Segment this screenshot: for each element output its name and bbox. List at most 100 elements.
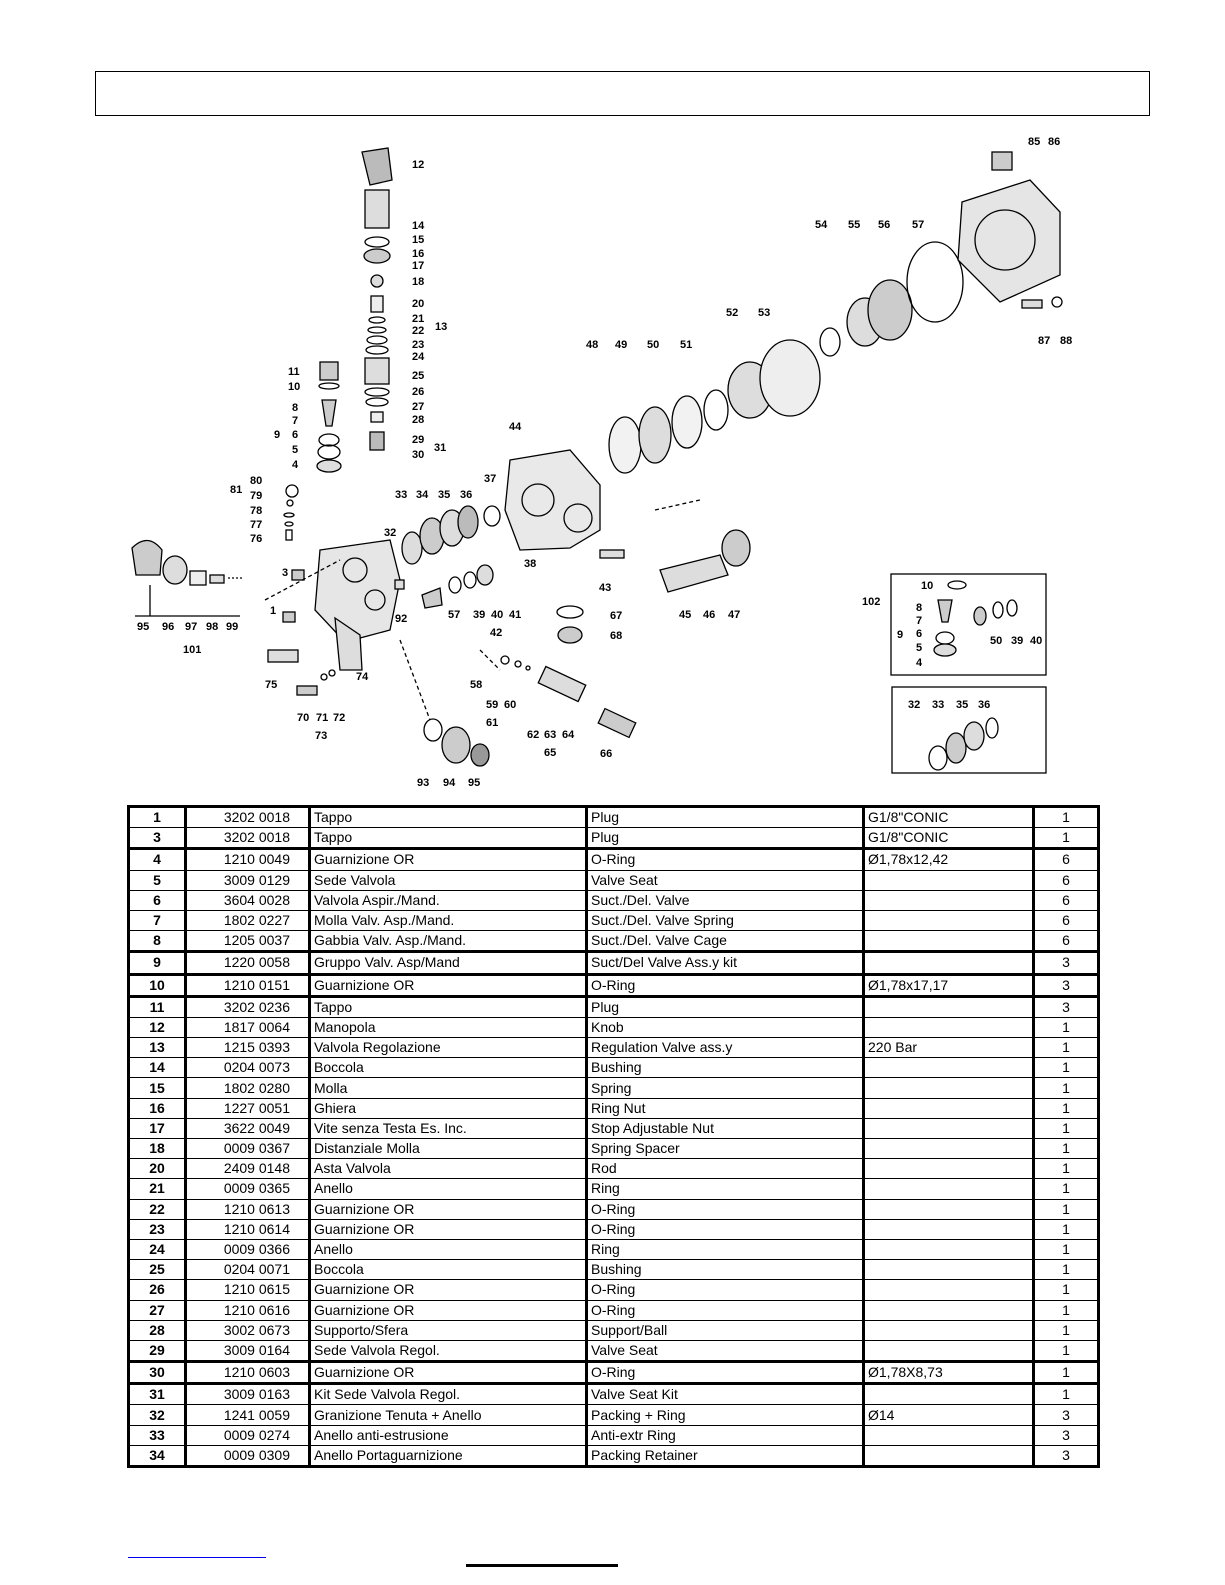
callout-10: 10 (288, 381, 300, 393)
callout-39: 39 (473, 609, 485, 621)
callout-86: 86 (1048, 136, 1060, 148)
callout-59: 58 (470, 679, 482, 691)
callout-57: 57 (912, 219, 924, 231)
qty-cell: 1 (1033, 1279, 1099, 1301)
note-cell (863, 1218, 1035, 1240)
callout-92: 94 (443, 777, 456, 789)
ref-cell: 16 (128, 1097, 187, 1119)
code-cell: 1215 0393 (185, 1037, 311, 1059)
italian-desc-cell: Boccola (309, 1057, 588, 1079)
callout-14: 14 (412, 220, 425, 232)
qty-cell: 1 (1033, 1077, 1099, 1099)
code-cell: 0009 0366 (185, 1238, 311, 1261)
code-cell: 1802 0280 (185, 1077, 311, 1099)
english-desc-cell: Suct/Del Valve Ass.y kit (586, 950, 865, 975)
english-desc-cell: Valve Seat Kit (586, 1382, 865, 1406)
callout-47: 47 (728, 609, 740, 621)
code-cell: 1227 0051 (185, 1097, 311, 1119)
code-cell: 3202 0018 (185, 805, 311, 829)
italian-desc-cell: Guarnizione OR (309, 1198, 588, 1220)
ref-cell: 11 (128, 994, 187, 1018)
code-cell: 3009 0129 (185, 869, 311, 891)
ref-cell: 29 (128, 1339, 187, 1363)
ref-cell: 17 (128, 1117, 187, 1140)
callout-3: 3 (282, 567, 288, 579)
italian-desc-cell: Distanziale Molla (309, 1137, 588, 1160)
callout-5: 5 (292, 444, 298, 456)
qty-cell: 1 (1033, 1360, 1099, 1385)
callout-8: 8 (292, 402, 298, 414)
callout-61: 60 (504, 699, 516, 711)
note-cell (863, 1117, 1035, 1140)
footer-link-underline[interactable] (128, 1557, 266, 1558)
callout-81: 81 (230, 484, 242, 496)
callout-32: 32 (384, 527, 396, 539)
callout-35: 35 (438, 489, 450, 501)
english-desc-cell: O-Ring (586, 1198, 865, 1220)
callout-88: 88 (1060, 335, 1072, 347)
english-desc-cell: Suct./Del. Valve (586, 889, 865, 911)
callout-50: 50 (647, 339, 659, 351)
callout-15: 15 (412, 234, 424, 246)
italian-desc-cell: Anello Portaguarnizione (309, 1444, 588, 1468)
inset-callout-35: 35 (956, 699, 968, 711)
qty-cell: 6 (1033, 909, 1099, 932)
ref-cell: 13 (128, 1037, 187, 1059)
qty-cell: 1 (1033, 1178, 1099, 1200)
italian-desc-cell: Gruppo Valv. Asp/Mand (309, 950, 588, 975)
callout-73: 73 (315, 730, 327, 742)
inset-callout-4: 4 (916, 657, 923, 669)
callout-11: 11 (288, 366, 300, 378)
english-desc-cell: Suct./Del. Valve Spring (586, 909, 865, 932)
callout-91: 93 (417, 777, 429, 789)
qty-cell: 1 (1033, 1339, 1099, 1363)
callout-20: 20 (412, 298, 424, 310)
ref-cell: 12 (128, 1016, 187, 1039)
english-desc-cell: Bushing (586, 1057, 865, 1079)
english-desc-cell: Ring (586, 1238, 865, 1261)
qty-cell: 1 (1033, 1238, 1099, 1261)
english-desc-cell: Stop Adjustable Nut (586, 1117, 865, 1140)
note-cell (863, 909, 1035, 932)
italian-desc-cell: Molla Valv. Asp./Mand. (309, 909, 588, 932)
note-cell (863, 950, 1035, 975)
code-cell: 3202 0018 (185, 827, 311, 850)
callout-89: 92 (395, 613, 407, 625)
qty-cell: 1 (1033, 1097, 1099, 1119)
ref-cell: 26 (128, 1279, 187, 1301)
italian-desc-cell: Boccola (309, 1259, 588, 1281)
callout-72: 72 (333, 712, 345, 724)
note-cell (863, 1097, 1035, 1119)
code-cell: 0204 0073 (185, 1057, 311, 1079)
callout-7: 7 (292, 415, 298, 427)
callout-12: 12 (412, 159, 424, 171)
callout-69: 68 (610, 630, 622, 642)
italian-desc-cell: Guarnizione OR (309, 1218, 588, 1240)
qty-cell: 3 (1033, 994, 1099, 1018)
callout-31: 31 (434, 442, 446, 454)
italian-desc-cell: Guarnizione OR (309, 1299, 588, 1321)
callout-27: 27 (412, 401, 424, 413)
english-desc-cell: O-Ring (586, 1299, 865, 1321)
callout-46: 46 (703, 609, 715, 621)
english-desc-cell: Regulation Valve ass.y (586, 1037, 865, 1059)
english-desc-cell: Valve Seat (586, 1339, 865, 1363)
italian-desc-cell: Valvola Aspir./Mand. (309, 889, 588, 911)
italian-desc-cell: Supporto/Sfera (309, 1319, 588, 1341)
qty-cell: 6 (1033, 847, 1099, 871)
qty-cell: 6 (1033, 889, 1099, 911)
ref-cell: 20 (128, 1158, 187, 1180)
code-cell: 0009 0365 (185, 1178, 311, 1200)
code-cell: 1210 0614 (185, 1218, 311, 1240)
callout-93: 95 (468, 777, 480, 789)
